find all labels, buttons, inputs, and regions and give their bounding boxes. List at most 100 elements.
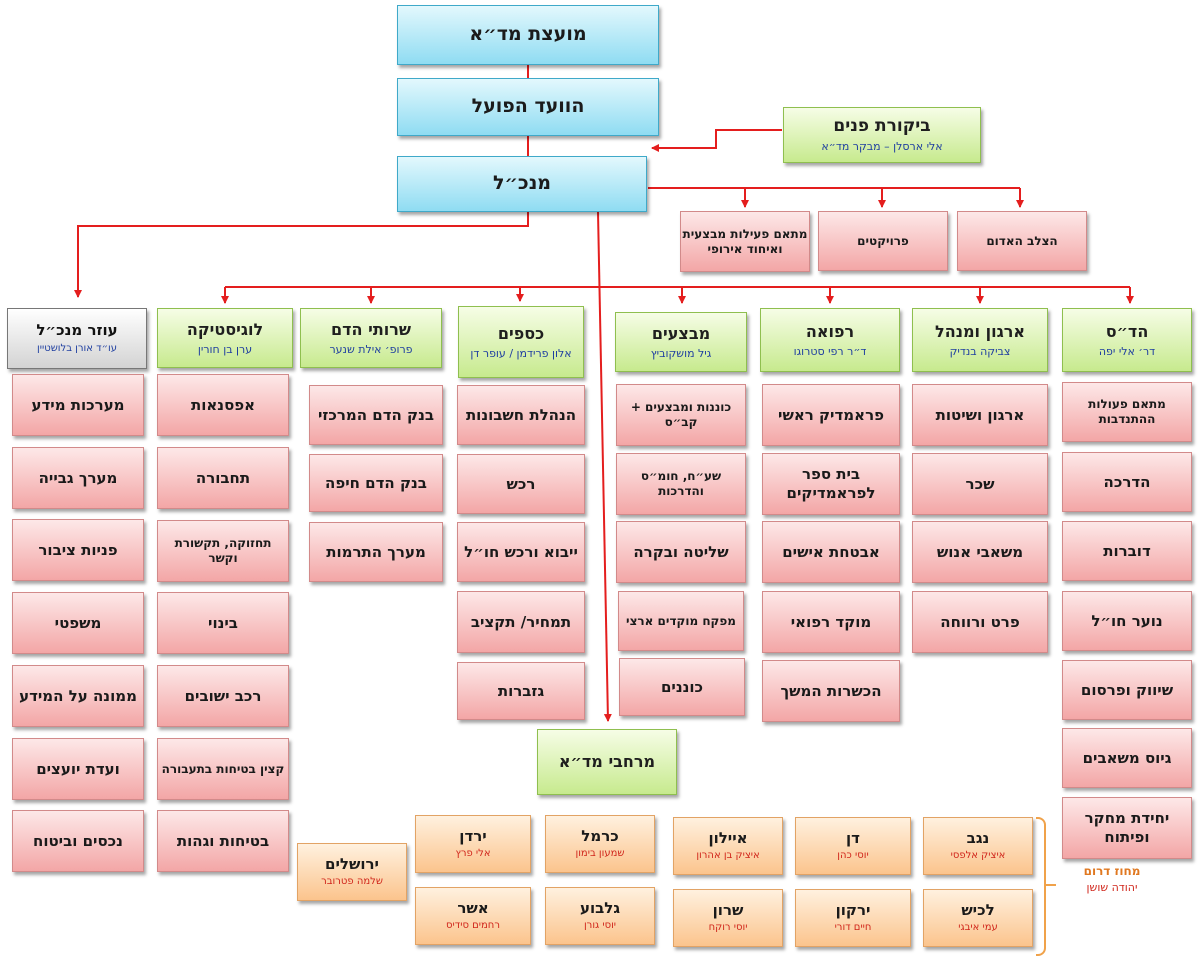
division-unit-label: יחידת מחקר ופיתוח (1084, 809, 1170, 846)
division-unit: אבטחת אישים (762, 521, 900, 583)
assistant-unit: מערכות מידע (12, 374, 144, 436)
assistant-subtitle: עו״ד אורן בלושטיין (37, 343, 117, 355)
south-district-label: מחוז דרום יהודה שושן (1062, 862, 1162, 897)
division-head: אלון פרידמן / עופר דן (470, 346, 572, 360)
division-unit: מוקד רפואי (762, 591, 900, 653)
south-district-manager: יהודה שושן (1086, 881, 1138, 894)
region-box: כרמל שמעון בימון (545, 815, 655, 873)
division-unit: גיוס משאבים (1062, 728, 1192, 788)
division-unit: רכש (457, 454, 585, 514)
division-unit-label: בית ספר לפראמדיקים (786, 465, 876, 502)
division-unit-label: בנק הדם חיפה (325, 473, 427, 492)
region-manager: רחמים סידיס (446, 920, 500, 932)
division-unit: בית ספר לפראמדיקים (762, 453, 900, 515)
division-unit-label: נוער חו״ל (1091, 611, 1163, 630)
assistant-header: עוזר מנכ״ל עו״ד אורן בלושטיין (7, 308, 147, 369)
division-unit: הכשרות המשך (762, 660, 900, 722)
division-unit: בטיחות וגהות (157, 810, 289, 872)
region-manager: עמי איבגי (958, 922, 998, 934)
region-name: נגב (966, 829, 990, 848)
dg-unit-box: פרויקטים (818, 211, 948, 271)
region-box: דן יוסי כהן (795, 817, 911, 875)
division-unit: פראמדיק ראשי (762, 384, 900, 446)
division-title: מבצעים (651, 323, 711, 343)
assistant-unit: ועדת יועצים (12, 738, 144, 800)
division-header-blood: שרותי הדם פרופ׳ אילת שנער (300, 308, 442, 368)
division-unit-label: תחבורה (195, 468, 251, 487)
division-unit-label: קצין בטיחות בתעבורה (161, 761, 285, 776)
division-unit-label: גזברות (497, 681, 545, 700)
division-title: ארגון ומנהל (935, 321, 1025, 341)
region-manager: יוסי גורן (583, 920, 617, 932)
division-head: גיל מושקוביץ (650, 346, 712, 360)
assistant-unit-label: מערך גבייה (38, 468, 118, 487)
assistant-unit-label: נכסים וביטוח (33, 831, 123, 850)
region-box: איילון איציק בן אהרון (673, 817, 783, 875)
region-name: גלבוע (579, 899, 621, 918)
assistant-unit-label: מערכות מידע (31, 395, 125, 414)
division-unit-label: ייבוא ורכש חו״ל (464, 542, 578, 561)
region-manager: חיים דורי (834, 922, 872, 934)
region-name: כרמל (581, 827, 619, 846)
division-unit: נוער חו״ל (1062, 591, 1192, 651)
division-header-volunteers: הד״ס דר׳ אלי יפה (1062, 308, 1192, 372)
assistant-unit-label: משפטי (54, 613, 102, 632)
dg-unit-box: הצלב האדום (957, 211, 1087, 271)
division-header-finance: כספים אלון פרידמן / עופר דן (458, 306, 584, 378)
division-unit: כוננים (619, 658, 745, 716)
region-manager: איציק אלפסי (950, 850, 1006, 862)
region-manager: איציק בן אהרון (696, 850, 760, 862)
division-title: הד״ס (1105, 321, 1149, 341)
division-unit-label: אפסנאות (190, 395, 256, 414)
region-manager: יוסי רוקח (708, 922, 748, 934)
division-unit: יחידת מחקר ופיתוח (1062, 797, 1192, 859)
division-unit-label: רכב ישובים (184, 686, 262, 705)
division-head: דר׳ אלי יפה (1098, 344, 1156, 358)
division-unit-label: מתאם פעולות ההתנדבות (1088, 397, 1166, 426)
director-general-box: מנכ״ל (397, 156, 647, 212)
division-unit: משאבי אנוש (912, 521, 1048, 583)
director-general-label: מנכ״ל (492, 172, 552, 195)
division-unit: מפקח מוקדים ארצי (618, 591, 744, 651)
assistant-unit-label: פניות ציבור (38, 540, 118, 559)
region-box: שרון יוסי רוקח (673, 889, 783, 947)
division-head: ערן בן חורין (197, 342, 253, 356)
division-unit-label: הכשרות המשך (780, 681, 882, 700)
division-unit-label: בינוי (208, 613, 238, 632)
division-header-medicine: רפואה ד״ר רפי סטרוגו (760, 308, 900, 372)
division-unit: אפסנאות (157, 374, 289, 436)
division-unit-label: גיוס משאבים (1082, 748, 1172, 767)
division-unit-label: שע״ח, חומ״ס והדרכות (640, 469, 722, 498)
assistant-unit-label: ממונה על המידע (19, 686, 137, 705)
south-district-bracket (1036, 817, 1046, 956)
division-header-logistics: לוגיסטיקה ערן בן חורין (157, 308, 293, 368)
region-name: ירדן (459, 827, 487, 846)
division-unit-label: בנק הדם המרכזי (317, 405, 435, 424)
assistant-unit: ממונה על המידע (12, 665, 144, 727)
council-box: מועצת מד״א (397, 5, 659, 65)
division-unit-label: בטיחות וגהות (176, 831, 270, 850)
division-unit-label: שיווק ופרסום (1080, 680, 1174, 699)
division-unit-label: כוננות ומבצעים + קב״ס (630, 400, 732, 429)
division-title: כספים (497, 323, 545, 343)
division-unit: תחבורה (157, 447, 289, 509)
region-box: ירדן אלי פרץ (415, 815, 531, 873)
division-unit: בנק הדם המרכזי (309, 385, 443, 445)
division-unit-label: תמחיר/ תקציב (470, 612, 572, 631)
assistant-unit: פניות ציבור (12, 519, 144, 581)
region-manager: אלי פרץ (455, 848, 491, 860)
region-box: גלבוע יוסי גורן (545, 887, 655, 945)
division-unit: פרט ורווחה (912, 591, 1048, 653)
division-unit-label: הנהלת חשבונות (465, 405, 577, 424)
division-unit: בינוי (157, 592, 289, 654)
division-unit-label: דוברות (1103, 541, 1151, 560)
assistant-unit: נכסים וביטוח (12, 810, 144, 872)
division-unit: ארגון ושיטות (912, 384, 1048, 446)
exec-committee-label: הוועד הפועל (471, 95, 585, 118)
division-unit: שכר (912, 453, 1048, 515)
dg-unit-box: מתאם פעילות מבצעית ואיחוד אירופי (680, 211, 810, 272)
division-unit: שע״ח, חומ״ס והדרכות (616, 453, 746, 515)
division-unit: גזברות (457, 662, 585, 720)
assistant-title: עוזר מנכ״ל (36, 321, 118, 340)
